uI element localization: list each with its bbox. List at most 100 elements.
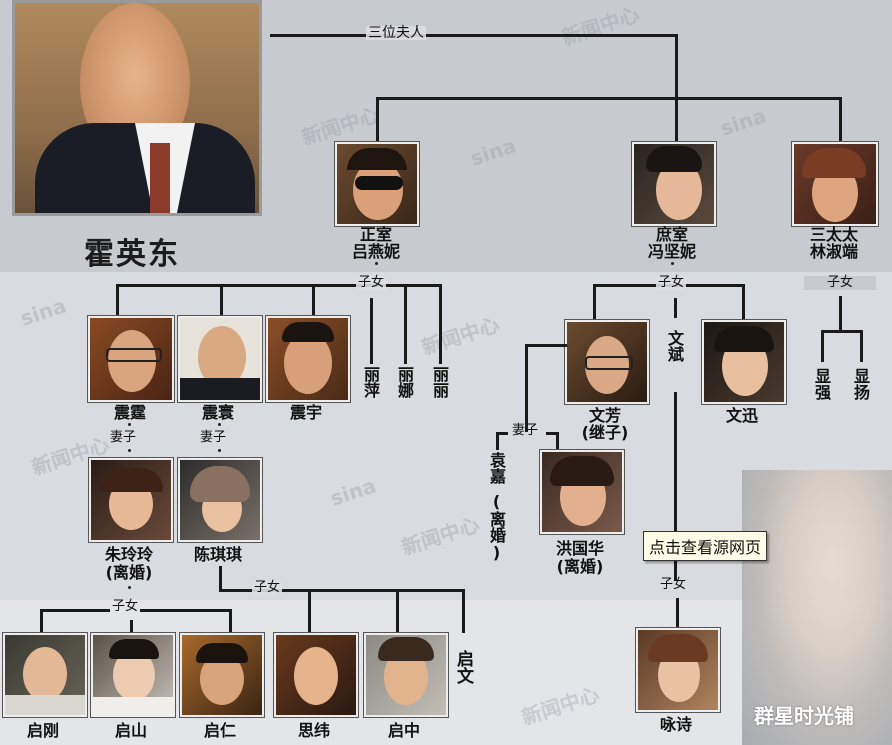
patriarch-photo [12,0,262,216]
connector-dot [128,449,131,452]
daughter-lina-name: 丽娜 [395,366,414,398]
connector-line [525,344,567,347]
connector-line [675,97,678,142]
daughter-lili-name: 丽丽 [430,366,449,398]
grandchild-qigang-photo [3,633,87,717]
son-zhenting-spouse-label: 妻子 [110,430,137,445]
connector-line [130,620,133,633]
connector-line [742,284,745,320]
connector-line [376,97,842,100]
credit-watermark: 群星时光铺 [754,704,854,728]
son-wenxun-name: 文迅 [725,406,758,425]
wenfang-spouse-label: 妻子 [512,423,539,438]
connector-line [525,344,528,432]
son-wenfang-name: 文芳 [588,406,621,425]
grandchild-siwei-name: 思纬 [297,721,330,740]
chenqiqi-children-label: 子女 [252,580,283,595]
wife-3-photo [792,142,878,226]
connector-line [116,284,119,316]
wife-3-title: 三太太 [809,225,858,244]
spouse-chenqiqi-name: 陈琪琪 [193,545,242,564]
spouse-hongguohua-note: (离婚) [556,557,604,576]
connector-line [674,298,677,318]
son-zhenhuan-spouse-label: 妻子 [200,430,227,445]
wife-2-photo [632,142,716,226]
wife-3-name: 林淑端 [809,242,858,261]
grandchild-siwei-photo [274,633,358,717]
connector-line [229,609,232,633]
grandchild-qishan-name: 启山 [114,721,147,740]
connector-line [821,330,824,362]
grandchild-qiren-name: 启仁 [203,721,236,740]
view-source-tooltip[interactable]: 点击查看源网页 [643,531,768,561]
connector-dot [218,449,221,452]
wife-2-children-label: 子女 [656,275,687,290]
spouse-zhulingling-note: (离婚) [105,563,153,582]
spouse-chenqiqi-photo [178,458,262,542]
zhulingling-children-label: 子女 [110,599,141,614]
connector-line [40,609,43,633]
wife-2-name: 冯坚妮 [647,242,696,261]
grandchild-qishan-photo [91,633,175,717]
connector-dot [218,423,221,426]
connector-line [404,284,407,364]
son-zhenhuan-name: 震寰 [201,403,234,422]
wife-1-children-label: 子女 [356,275,387,290]
son-zhenting-name: 震霆 [113,403,146,422]
son-wenfang-photo [565,320,649,404]
wife-1-name: 吕燕妮 [351,242,400,261]
wife-2-title: 庶室 [655,225,688,244]
connector-line [860,330,863,362]
patriarch-name: 霍英东 [84,237,180,272]
connector-line [675,34,678,100]
son-wenfang-note: (继子) [581,423,629,442]
spouse-hongguohua-photo [540,450,624,534]
connector-dot [128,586,131,589]
son-zhenting-photo [88,316,174,402]
connector-line [396,589,399,633]
spouse-yuanjia-note: (离婚) [487,492,506,562]
grandchild-qiren-photo [180,633,264,717]
spouse-yuanjia-name: 袁嘉 [487,452,506,484]
grandchild-qizhong-name: 启中 [387,721,420,740]
connector-line [556,432,559,450]
wife-1-photo [335,142,419,226]
connector-line [439,284,442,364]
son-zhenhuan-photo [178,316,262,402]
connector-line [219,566,222,590]
spouse-zhulingling-photo [89,458,173,542]
grandchild-qiwen-name: 启文 [453,650,473,684]
wives-connector-label: 三位夫人 [366,25,426,41]
grandchild-yongshi-name: 咏诗 [659,715,692,734]
connector-line [674,392,677,580]
connector-line [821,330,863,333]
connector-line [676,598,679,628]
connector-line [270,34,678,37]
background-portrait [742,470,892,745]
spouse-hongguohua-name: 洪国华 [555,539,604,558]
connector-line [116,284,442,287]
wenbin-children-label: 子女 [660,577,687,592]
connector-line [839,296,842,332]
son-wenbin-name: 文斌 [665,330,684,362]
grandchild-qigang-name: 启刚 [26,721,59,740]
grandchild-xianqiang-name: 显强 [812,368,831,400]
daughter-liping-name: 丽萍 [361,366,380,398]
wife-3-children-label: 子女 [804,276,876,290]
son-zhenyu-photo [266,316,350,402]
connector-dot [128,423,131,426]
connector-line [312,284,315,316]
son-wenxun-photo [702,320,786,404]
grandchild-yongshi-photo [636,628,720,712]
connector-line [546,432,558,435]
connector-dot [671,262,674,265]
son-zhenyu-name: 震宇 [289,403,322,422]
connector-line [593,284,596,320]
connector-line [376,97,379,142]
grandchild-qizhong-photo [364,633,448,717]
connector-line [839,97,842,142]
connector-line [370,298,373,364]
grandchild-xianyang-name: 显扬 [851,368,870,400]
connector-line [220,284,223,316]
connector-line [496,432,508,435]
